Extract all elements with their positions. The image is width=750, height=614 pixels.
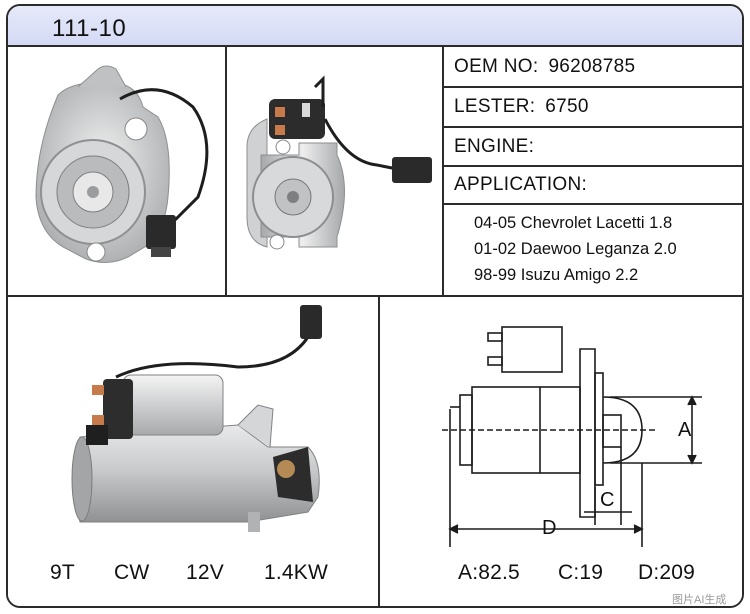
- oem-value: 96208785: [548, 55, 636, 77]
- starter-side-illustration: [246, 75, 432, 250]
- application-item: 98-99 Isuzu Amigo 2.2: [474, 266, 639, 284]
- watermark: 图片AI生成: [672, 594, 727, 606]
- lester-row: LESTER: 6750: [444, 88, 742, 128]
- dim-label-d: D: [542, 517, 557, 539]
- power: 1.4KW: [264, 561, 329, 584]
- application-label: APPLICATION:: [454, 174, 588, 195]
- dim-label-c: C: [600, 489, 615, 511]
- photo-front-view: [8, 47, 227, 297]
- rotation: CW: [114, 561, 150, 584]
- oem-label: OEM NO:: [454, 55, 539, 77]
- specs-panel: OEM NO: 96208785 LESTER: 6750 ENGINE: AP…: [444, 47, 742, 297]
- lester-value: 6750: [545, 96, 589, 117]
- voltage: 12V: [186, 561, 224, 584]
- starter-front-illustration: [35, 65, 209, 263]
- lester-label: LESTER:: [454, 96, 536, 117]
- oem-row: OEM NO: 96208785: [444, 47, 742, 88]
- photo-full-view: 9T CW 12V 1.4KW: [8, 297, 380, 606]
- application-item: 01-02 Daewoo Leganza 2.0: [474, 240, 677, 258]
- dim-label-a: A: [678, 419, 692, 441]
- dimension-a-value: A:82.5: [458, 561, 520, 584]
- application-item: 04-05 Chevrolet Lacetti 1.8: [474, 214, 673, 232]
- engine-label: ENGINE:: [454, 135, 535, 157]
- part-number-title: 111-10: [52, 15, 127, 42]
- header-bar: 111-10: [8, 6, 742, 47]
- photo-side-view: [227, 47, 444, 297]
- starter-full-illustration: [71, 305, 322, 532]
- application-row: APPLICATION:: [444, 167, 742, 205]
- engine-row: ENGINE:: [444, 128, 742, 167]
- dimension-drawing: [442, 326, 702, 547]
- dimension-c-value: C:19: [558, 561, 604, 584]
- dimension-d-value: D:209: [638, 561, 696, 584]
- dimension-drawing-panel: A C D A:82.5 C:19 D:209 图片AI生成: [380, 297, 742, 606]
- product-card: 111-10: [6, 4, 744, 608]
- application-list: 04-05 Chevrolet Lacetti 1.8 01-02 Daewoo…: [474, 210, 677, 288]
- teeth-count: 9T: [50, 561, 75, 584]
